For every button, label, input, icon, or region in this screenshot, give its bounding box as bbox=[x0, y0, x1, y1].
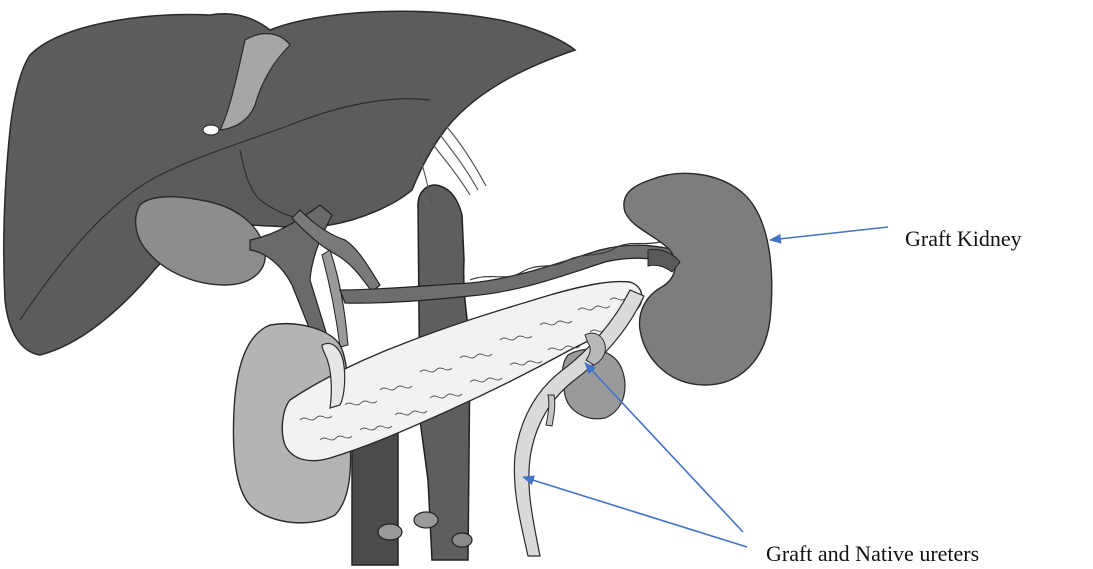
graft-kidney bbox=[624, 173, 772, 385]
graft-kidney-label: Graft Kidney bbox=[905, 228, 1022, 250]
arrow-icon bbox=[585, 363, 743, 532]
diaphragm-line bbox=[446, 126, 486, 186]
liver bbox=[4, 11, 575, 355]
arrow-icon bbox=[770, 227, 888, 240]
ureters-label: Graft and Native ureters bbox=[766, 543, 979, 565]
round-ligament bbox=[203, 125, 219, 135]
arrow-icon bbox=[523, 477, 747, 547]
